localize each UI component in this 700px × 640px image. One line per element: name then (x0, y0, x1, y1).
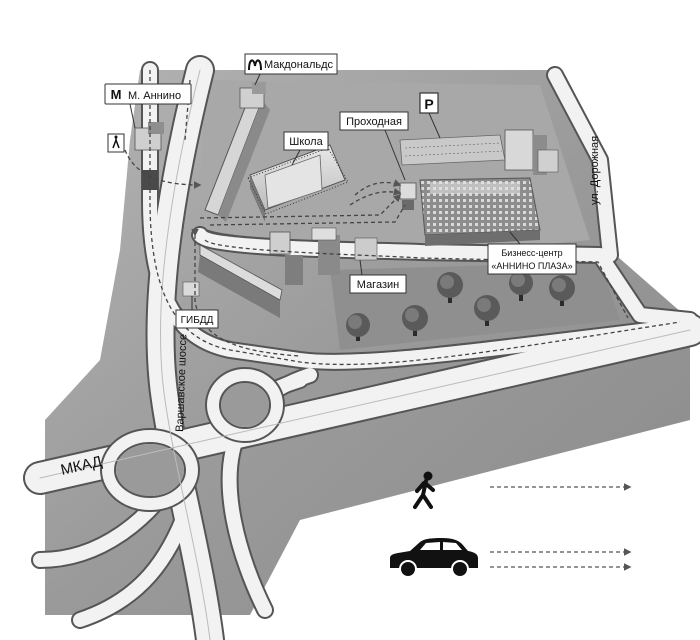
metro-name: М. Аннино (128, 90, 181, 102)
shop-label: Магазин (349, 259, 407, 294)
mcdonalds-name: Макдональдс (264, 59, 334, 71)
business-center-label: Бизнесс-центр «АННИНО ПЛАЗА» (487, 231, 577, 275)
school-label: Школа (283, 131, 329, 166)
pedestrian-icon (413, 471, 435, 509)
mcdonalds-logo-icon (248, 59, 262, 71)
road-dorozhnaya-label: ул. Дорожная (589, 136, 601, 205)
shop-name: Магазин (357, 279, 399, 291)
gibdd-name: ГИБДД (181, 315, 214, 326)
school-name: Школа (289, 136, 323, 148)
gibdd-label: ГИБДД (175, 296, 219, 329)
pedestrian-crossing-sign (107, 133, 125, 153)
car-icon (390, 538, 478, 578)
checkpoint-name: Проходная (346, 116, 402, 128)
legend (390, 471, 632, 578)
metro-icon: М (108, 86, 124, 102)
metro-label: М М. Аннино (104, 83, 192, 129)
checkpoint-label: Проходная (339, 111, 409, 181)
routes (124, 70, 681, 366)
business-center-name-line1: Бизнесс-центр (501, 248, 562, 258)
business-center-name-line2: «АННИНО ПЛАЗА» (491, 261, 572, 271)
mcdonalds-label: Макдональдс (244, 53, 338, 86)
parking-icon: P (424, 96, 433, 112)
svg-text:М: М (111, 87, 122, 102)
trees (346, 271, 575, 341)
varshavskoe-label: Варшавское шоссе (174, 334, 189, 432)
roads (23, 55, 700, 640)
parking-sign: P (419, 92, 441, 139)
